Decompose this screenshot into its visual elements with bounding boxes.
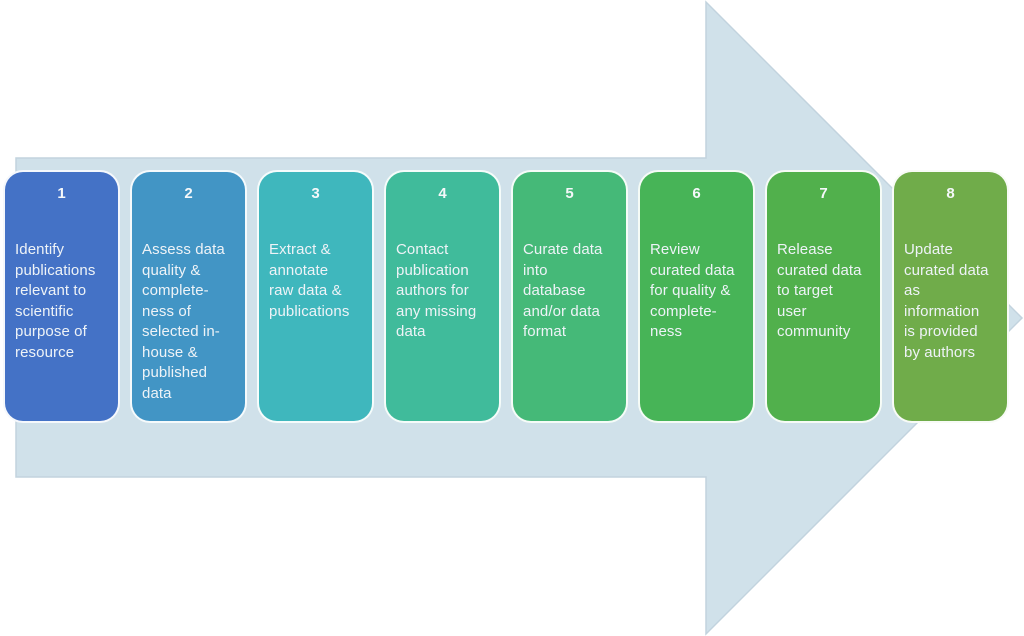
step-label: Extract & annotate raw data & publicatio… bbox=[269, 241, 350, 320]
step-box-5: 5 Curate data into database and/or data … bbox=[511, 170, 628, 423]
step-label: Release curated data to target user comm… bbox=[777, 241, 862, 340]
step-number: 8 bbox=[946, 185, 955, 202]
step-label: Contact publication authors for any miss… bbox=[396, 241, 477, 340]
step-box-8: 8 Update curated data as information is … bbox=[892, 170, 1009, 423]
step-number: 3 bbox=[311, 185, 320, 202]
step-label: Update curated data as information is pr… bbox=[904, 241, 989, 361]
step-number: 7 bbox=[819, 185, 828, 202]
step-label: Review curated data for quality & comple… bbox=[650, 241, 735, 340]
step-box-2: 2 Assess data quality & complete- ness o… bbox=[130, 170, 247, 423]
step-label: Curate data into database and/or data fo… bbox=[523, 241, 603, 340]
step-box-3: 3 Extract & annotate raw data & publicat… bbox=[257, 170, 374, 423]
step-box-6: 6 Review curated data for quality & comp… bbox=[638, 170, 755, 423]
step-box-1: 1 Identify publications relevant to scie… bbox=[3, 170, 120, 423]
step-number: 1 bbox=[57, 185, 66, 202]
step-number: 2 bbox=[184, 185, 193, 202]
step-label: Assess data quality & complete- ness of … bbox=[142, 241, 225, 402]
step-label: Identify publications relevant to scient… bbox=[15, 241, 96, 361]
step-box-7: 7 Release curated data to target user co… bbox=[765, 170, 882, 423]
step-box-4: 4 Contact publication authors for any mi… bbox=[384, 170, 501, 423]
step-number: 5 bbox=[565, 185, 574, 202]
step-number: 4 bbox=[438, 185, 447, 202]
step-number: 6 bbox=[692, 185, 701, 202]
